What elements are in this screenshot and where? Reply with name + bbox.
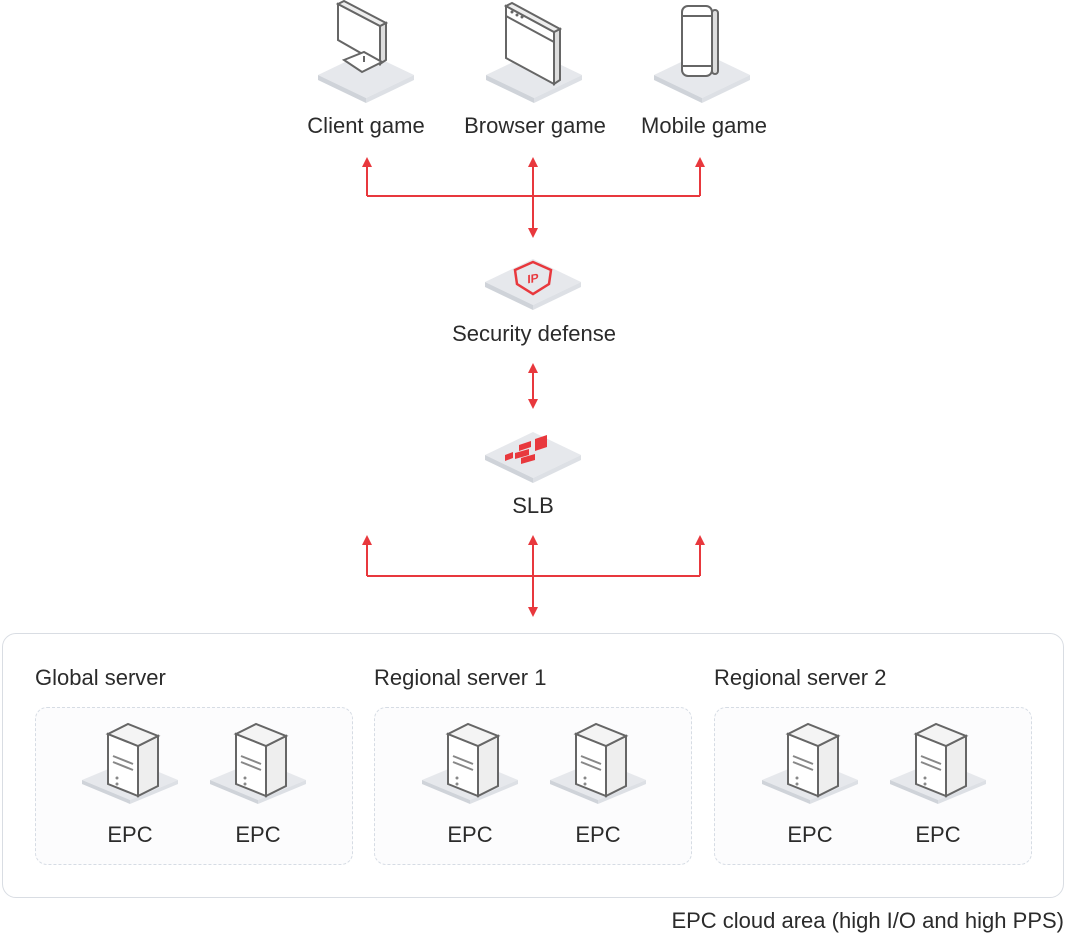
monitor-icon [318, 0, 414, 103]
slb-label: SLB [512, 493, 554, 518]
regional-1-epc-1-label: EPC [447, 822, 493, 847]
slb-node [485, 425, 581, 485]
server-icon [82, 722, 178, 804]
security-defense-label: Security defense [452, 321, 616, 346]
client-game-label: Client game [307, 113, 425, 138]
epc-cloud-caption: EPC cloud area (high I/O and high PPS) [671, 908, 1064, 933]
ip-shield-text: IP [527, 271, 538, 287]
server-icon [890, 722, 986, 804]
server-icon [210, 722, 306, 804]
global-epc-1-label: EPC [107, 822, 153, 847]
global-server-title: Global server [35, 665, 166, 690]
server-icon [422, 722, 518, 804]
server-icon [762, 722, 858, 804]
regional-2-epc-1-label: EPC [787, 822, 833, 847]
mobile-game-label: Mobile game [641, 113, 767, 138]
browser-game-label: Browser game [464, 113, 606, 138]
browser-game-node [486, 0, 582, 105]
ip-shield-icon: IP [485, 259, 581, 310]
server-icon [550, 722, 646, 804]
security-defense-node: IP [485, 252, 581, 312]
mobile-phone-icon [654, 5, 750, 103]
regional-2-epc-2-label: EPC [915, 822, 961, 847]
load-balancer-icon [485, 432, 581, 483]
regional-server-2-title: Regional server 2 [714, 665, 887, 690]
regional-server-1-title: Regional server 1 [374, 665, 547, 690]
global-epc-2-label: EPC [235, 822, 281, 847]
mobile-game-node [654, 0, 750, 105]
browser-window-icon [486, 1, 582, 103]
regional-1-epc-2-label: EPC [575, 822, 621, 847]
client-game-node [318, 0, 414, 105]
